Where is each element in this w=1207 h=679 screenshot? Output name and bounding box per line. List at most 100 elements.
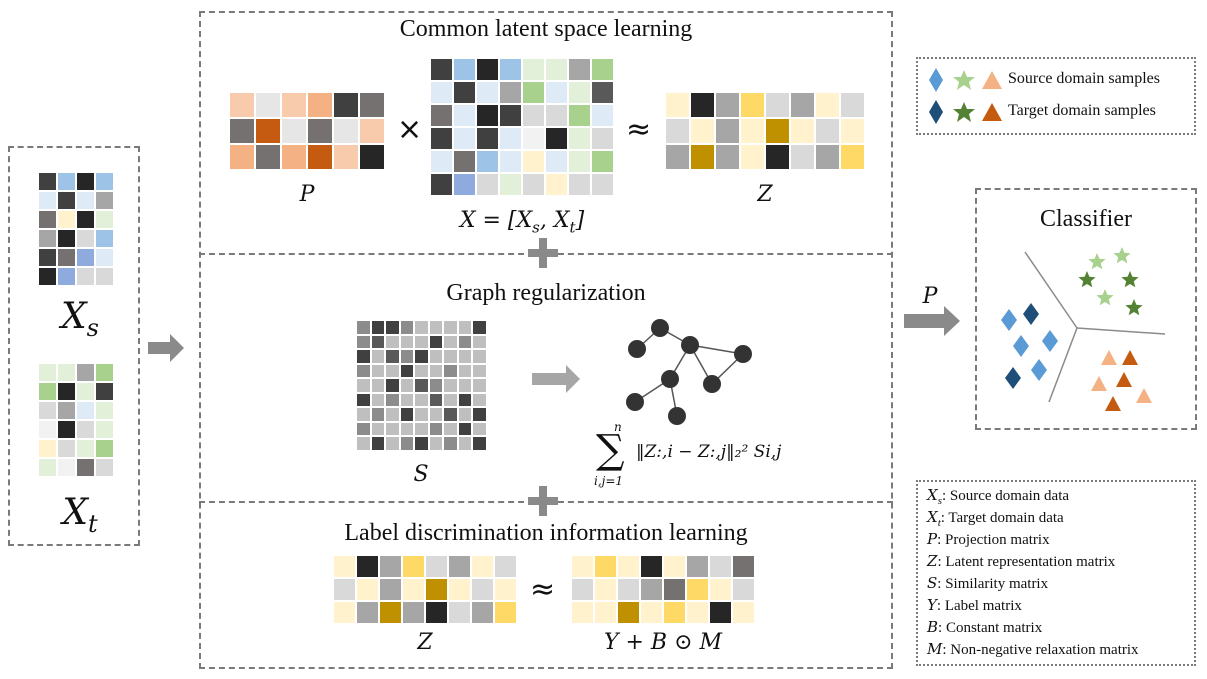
matrix-cell — [307, 92, 333, 118]
matrix-cell — [457, 334, 472, 349]
matrix-cell — [448, 601, 471, 624]
matrix-cell — [443, 392, 458, 407]
matrix-cell — [57, 382, 76, 401]
source-triangle-icon — [982, 71, 1002, 89]
matrix-cell — [617, 601, 640, 624]
times-symbol: × — [397, 112, 423, 147]
graph-regularization-title: Graph regularization — [446, 280, 646, 306]
matrix-cell — [472, 320, 487, 335]
matrix-cell — [385, 320, 400, 335]
matrix-cell — [765, 144, 790, 170]
matrix-cell — [57, 363, 76, 382]
matrix-cell — [76, 267, 95, 286]
source-star-icon — [1088, 253, 1106, 270]
matrix-cell — [815, 118, 840, 144]
matrix-cell — [370, 407, 385, 422]
matrix-cell — [428, 436, 443, 451]
matrix-cell — [522, 173, 545, 196]
matrix-cell — [690, 144, 715, 170]
matrix-cell — [333, 118, 359, 144]
target-triangle-icon — [1122, 350, 1138, 365]
matrix-cell — [640, 601, 663, 624]
matrix-cell — [709, 578, 732, 601]
legend-target-text: Target domain samples — [1008, 102, 1156, 119]
s-label: S — [413, 462, 429, 487]
matrix-cell — [255, 144, 281, 170]
matrix-cell — [95, 267, 114, 286]
definition-row: P: Projection matrix — [927, 530, 1050, 548]
target-triangle-icon — [1116, 372, 1132, 387]
matrix-cell — [499, 127, 522, 150]
target-star-icon — [953, 102, 975, 122]
legend-source-text: Source domain samples — [1008, 70, 1160, 87]
target-star-icon — [1121, 271, 1139, 288]
matrix-cell — [640, 555, 663, 578]
matrix-cell — [471, 578, 494, 601]
matrix-cell — [430, 127, 453, 150]
matrix-cell — [38, 382, 57, 401]
matrix-cell — [472, 421, 487, 436]
target-data-matrix — [38, 363, 114, 477]
matrix-cell — [715, 92, 740, 118]
matrix-cell — [790, 92, 815, 118]
plus-icon-1 — [528, 238, 558, 268]
matrix-cell — [229, 118, 255, 144]
matrix-cell — [443, 349, 458, 364]
matrix-cell — [76, 191, 95, 210]
matrix-cell — [709, 601, 732, 624]
matrix-cell — [95, 401, 114, 420]
matrix-cell — [545, 81, 568, 104]
matrix-cell — [76, 401, 95, 420]
approx-symbol-2: ≈ — [530, 572, 556, 607]
matrix-cell — [428, 421, 443, 436]
matrix-cell — [356, 378, 371, 393]
target-diamond-icon — [1005, 367, 1021, 389]
matrix-cell — [476, 58, 499, 81]
data-matrix-x — [430, 58, 614, 196]
matrix-cell — [370, 320, 385, 335]
matrix-cell — [379, 555, 402, 578]
matrix-cell — [95, 420, 114, 439]
matrix-cell — [307, 144, 333, 170]
matrix-cell — [402, 601, 425, 624]
matrix-cell — [732, 555, 755, 578]
matrix-cell — [385, 378, 400, 393]
matrix-cell — [76, 248, 95, 267]
matrix-cell — [414, 363, 429, 378]
target-star-icon — [1078, 271, 1096, 288]
matrix-cell — [790, 118, 815, 144]
matrix-cell — [665, 144, 690, 170]
matrix-cell — [591, 104, 614, 127]
matrix-cell — [476, 104, 499, 127]
matrix-cell — [428, 363, 443, 378]
matrix-cell — [591, 173, 614, 196]
source-diamond-icon — [1001, 309, 1017, 331]
matrix-cell — [568, 173, 591, 196]
matrix-cell — [76, 172, 95, 191]
common-latent-title: Common latent space learning — [399, 16, 693, 42]
matrix-cell — [457, 407, 472, 422]
source-diamond-icon — [1042, 330, 1058, 352]
matrix-cell — [356, 555, 379, 578]
matrix-cell — [385, 392, 400, 407]
matrix-cell — [57, 210, 76, 229]
matrix-cell — [686, 555, 709, 578]
label-discrimination-title: Label discrimination information learnin… — [344, 520, 748, 546]
matrix-cell — [665, 92, 690, 118]
matrix-cell — [333, 144, 359, 170]
matrix-cell — [591, 81, 614, 104]
matrix-cell — [76, 382, 95, 401]
matrix-cell — [76, 363, 95, 382]
matrix-cell — [686, 578, 709, 601]
matrix-cell — [95, 229, 114, 248]
source-triangle-icon — [1091, 376, 1107, 391]
matrix-cell — [476, 150, 499, 173]
matrix-cell — [443, 421, 458, 436]
matrix-cell — [448, 555, 471, 578]
matrix-cell — [38, 210, 57, 229]
matrix-cell — [663, 578, 686, 601]
matrix-cell — [333, 555, 356, 578]
matrix-cell — [229, 92, 255, 118]
matrix-cell — [591, 127, 614, 150]
z-label-2: Z — [417, 630, 433, 655]
